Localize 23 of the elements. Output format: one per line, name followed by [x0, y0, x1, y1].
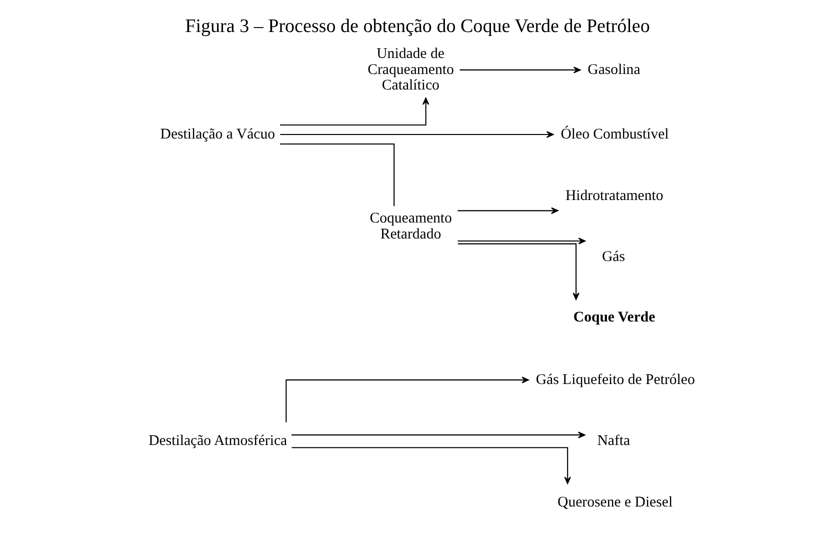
node-text: Querosene e Diesel: [557, 494, 672, 511]
node-text: Gás: [601, 249, 624, 266]
arrow: [291, 447, 570, 484]
node-text: Gás Liquefeito de Petróleo: [535, 372, 694, 388]
arrow: [457, 238, 586, 244]
node-text: Destilação Atmosférica: [148, 433, 287, 450]
diagram-title: Figura 3 – Processo de obtenção do Coque Verde de Petróleo: [184, 16, 650, 37]
arrow: [285, 376, 528, 422]
arrow: [459, 66, 580, 74]
arrow: [280, 98, 429, 126]
node-text: Coqueamento Retardado: [369, 210, 452, 242]
node-text: Nafta: [596, 433, 630, 450]
arrow: [291, 432, 585, 438]
connector: [280, 143, 394, 206]
node-text: Destilação a Vácuo: [160, 126, 275, 142]
node-text: Gasolina: [587, 62, 640, 78]
node-text: Unidade de Craqueamento Catalítico: [367, 46, 454, 94]
node-text: Óleo Combustível: [560, 126, 668, 142]
arrow: [457, 207, 558, 214]
node-text: Coque Verde: [572, 309, 655, 326]
arrow: [280, 131, 554, 138]
node-text: Hidrotratamento: [564, 188, 663, 204]
arrow: [458, 243, 579, 300]
